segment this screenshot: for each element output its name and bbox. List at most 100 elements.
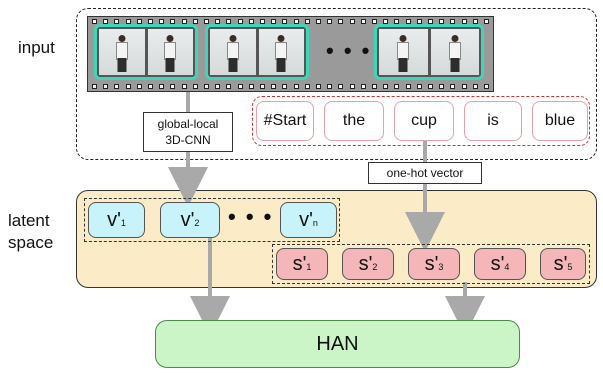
word-token-is: is bbox=[464, 101, 522, 141]
film-sprocket-hole bbox=[159, 84, 165, 89]
sentence-latent-group bbox=[272, 244, 590, 284]
film-sprocket-hole bbox=[450, 19, 456, 24]
film-sprocket-hole bbox=[349, 84, 355, 89]
film-sprocket-hole bbox=[484, 84, 489, 89]
film-sprocket-hole bbox=[170, 84, 176, 89]
latent-subscript: 1 bbox=[120, 218, 126, 228]
film-sprocket-hole bbox=[416, 19, 422, 24]
film-sprocket-hole bbox=[293, 84, 299, 89]
film-sprocket-hole bbox=[349, 19, 355, 24]
film-sprocket-hole bbox=[416, 84, 422, 89]
film-sprocket-hole bbox=[204, 84, 209, 89]
video-frame bbox=[210, 29, 256, 75]
video-frame bbox=[379, 29, 428, 75]
video-frame bbox=[258, 29, 304, 75]
latent-label-line1: latent bbox=[8, 211, 50, 230]
film-sprocket-hole bbox=[114, 19, 120, 24]
clip-group-2 bbox=[205, 24, 309, 80]
film-sprocket-hole bbox=[136, 19, 142, 24]
latent-symbol: s' bbox=[490, 252, 505, 275]
han-module: HAN bbox=[155, 320, 520, 368]
film-sprocket-hole bbox=[192, 19, 198, 24]
video-ellipsis: • • • bbox=[326, 38, 372, 63]
latent-subscript: 1 bbox=[306, 262, 312, 272]
film-sprocket-hole bbox=[215, 84, 221, 89]
film-sprocket-hole bbox=[461, 19, 467, 24]
film-sprocket-hole bbox=[125, 84, 131, 89]
film-sprocket-hole bbox=[260, 84, 265, 89]
latent-symbol: s' bbox=[553, 252, 568, 275]
film-sprocket-hole bbox=[125, 19, 131, 24]
film-sprocket-hole bbox=[271, 19, 277, 24]
film-sprocket-hole bbox=[282, 19, 288, 24]
film-sprocket-hole bbox=[304, 19, 310, 24]
latent-subscript: n bbox=[312, 218, 318, 228]
video-frame bbox=[147, 29, 193, 75]
film-sprocket-hole bbox=[316, 84, 321, 89]
film-sprocket-hole bbox=[405, 19, 411, 24]
film-sprocket-hole bbox=[271, 84, 277, 89]
latent-symbol: s' bbox=[292, 252, 307, 275]
latent-label-line2: space bbox=[8, 233, 54, 252]
word-token-the: the bbox=[324, 101, 384, 141]
film-sprocket-hole bbox=[472, 84, 478, 89]
film-sprocket-hole bbox=[383, 19, 389, 24]
visual-latent-v2: v'2 bbox=[160, 202, 220, 238]
latent-symbol: s' bbox=[358, 252, 373, 275]
film-sprocket-hole bbox=[439, 19, 445, 24]
film-sprocket-hole bbox=[170, 19, 176, 24]
latent-subscript: 2 bbox=[372, 262, 378, 272]
film-sprocket-hole bbox=[237, 19, 243, 24]
clip-group-1 bbox=[94, 24, 198, 80]
film-sprocket-hole bbox=[192, 84, 198, 89]
sentence-latent-s4: s'4 bbox=[474, 248, 526, 280]
cnn-note-line1: global-local bbox=[157, 117, 219, 131]
film-sprocket-hole bbox=[360, 19, 366, 24]
film-sprocket-hole bbox=[472, 19, 478, 24]
film-sprocket-hole bbox=[114, 84, 120, 89]
latent-subscript: 4 bbox=[504, 262, 510, 272]
sentence-latent-s3: s'3 bbox=[408, 248, 460, 280]
word-token-cup: cup bbox=[394, 101, 454, 141]
film-sprocket-hole bbox=[338, 19, 344, 24]
film-sprocket-hole bbox=[159, 19, 165, 24]
film-sprocket-hole bbox=[372, 19, 377, 24]
film-sprocket-hole bbox=[103, 19, 109, 24]
film-sprocket-hole bbox=[92, 84, 97, 89]
film-sprocket-hole bbox=[372, 84, 377, 89]
film-sprocket-hole bbox=[383, 84, 389, 89]
cnn-note: global-local 3D-CNN bbox=[143, 112, 233, 152]
latent-subscript: 5 bbox=[567, 262, 573, 272]
film-sprocket-hole bbox=[439, 84, 445, 89]
film-sprocket-hole bbox=[181, 84, 187, 89]
video-frame bbox=[430, 29, 479, 75]
input-label: input bbox=[18, 38, 55, 57]
visual-latent-v1: v'1 bbox=[88, 202, 145, 238]
latent-subscript: 3 bbox=[438, 262, 444, 272]
film-sprocket-hole bbox=[148, 84, 153, 89]
film-sprocket-hole bbox=[338, 84, 344, 89]
film-sprocket-hole bbox=[394, 84, 400, 89]
film-sprocket-hole bbox=[484, 19, 489, 24]
film-sprocket-hole bbox=[226, 84, 232, 89]
latent-symbol: s' bbox=[424, 252, 439, 275]
film-sprocket-hole bbox=[394, 19, 400, 24]
cnn-note-line2: 3D-CNN bbox=[165, 133, 211, 147]
film-sprocket-hole bbox=[461, 84, 467, 89]
film-sprocket-hole bbox=[248, 19, 254, 24]
film-sprocket-hole bbox=[260, 19, 265, 24]
latent-ellipsis: • • • bbox=[228, 204, 274, 229]
film-sprocket-hole bbox=[405, 84, 411, 89]
film-sprocket-hole bbox=[327, 84, 333, 89]
film-sprocket-hole bbox=[360, 84, 366, 89]
film-sprocket-hole bbox=[304, 84, 310, 89]
clip-group-3 bbox=[374, 24, 484, 80]
latent-symbol: v' bbox=[180, 208, 195, 231]
film-sprocket-hole bbox=[282, 84, 288, 89]
film-sprocket-hole bbox=[327, 19, 333, 24]
visual-latent-group bbox=[84, 198, 340, 242]
visual-latent-vn: v'n bbox=[280, 202, 337, 238]
film-sprocket-hole bbox=[428, 19, 433, 24]
word-token-blue: blue bbox=[532, 101, 588, 141]
